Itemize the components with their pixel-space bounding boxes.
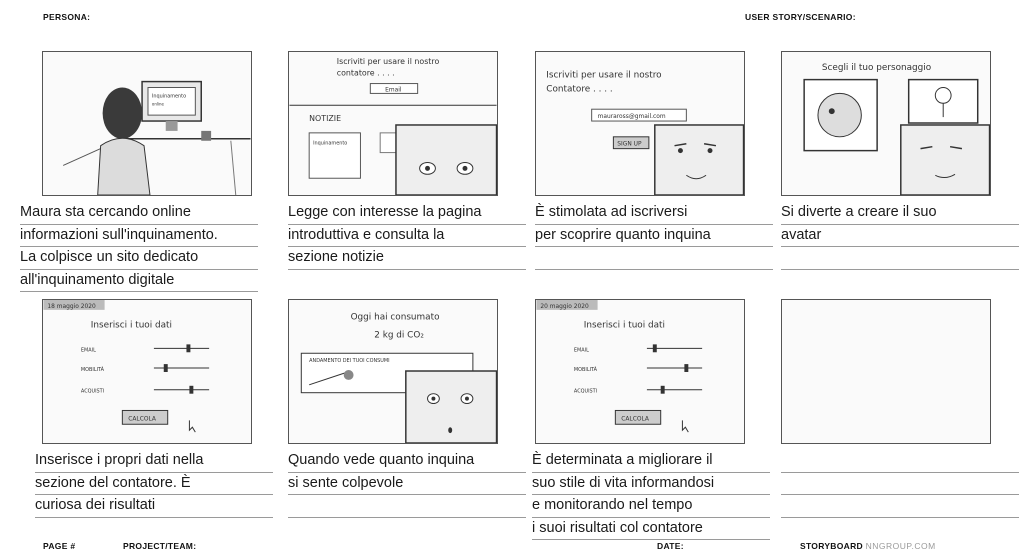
sketch-data-form-2: 20 maggio 2020 Inserisci i tuoi dati EMA…	[536, 300, 703, 433]
caption-line: Inserisce i propri dati nella	[35, 450, 273, 473]
caption-3: È stimolata ad iscriversi per scoprire q…	[535, 202, 773, 270]
page-number-label: PAGE #	[43, 541, 76, 551]
storyboard-frame-3: Iscriviti per usare il nostro Contatore …	[535, 51, 745, 196]
caption-6: Quando vede quanto inquina si sente colp…	[288, 450, 526, 518]
caption-line: e monitorando nel tempo	[532, 495, 770, 518]
storyboard-label: STORYBOARD	[800, 541, 863, 551]
caption-line	[781, 495, 1019, 518]
storyboard-footer: STORYBOARD NNGROUP.COM	[800, 541, 936, 551]
sketch-field-2: MOBILITÀ	[574, 366, 598, 373]
sketch-field-3: ACQUISTI	[574, 389, 597, 395]
caption-line: La colpisce un sito dedicato	[20, 247, 258, 270]
caption-line: per scoprire quanto inquina	[535, 225, 773, 247]
caption-line: Quando vede quanto inquina	[288, 450, 526, 473]
sketch-field-3: ACQUISTI	[81, 389, 104, 395]
caption-line	[781, 473, 1019, 495]
sketch-data-form: 18 maggio 2020 Inserisci i tuoi dati EMA…	[43, 300, 210, 433]
screen-title: Inquinamento	[152, 93, 186, 99]
sketch-woman-at-computer: Inquinamento online	[62, 80, 251, 195]
caption-line	[535, 247, 773, 270]
sketch-email-value: mauraross@gmail.com	[598, 114, 666, 120]
sketch-button: CALCOLA	[128, 416, 156, 422]
sketch-field-1: EMAIL	[81, 347, 96, 353]
storyboard-frame-4: Scegli il tuo personaggio	[781, 51, 991, 196]
caption-1: Maura sta cercando online informazioni s…	[20, 202, 258, 292]
screen-sub: online	[152, 101, 165, 106]
sketch-email-button: Email	[385, 87, 402, 93]
caption-2: Legge con interesse la pagina introdutti…	[288, 202, 526, 270]
caption-line	[288, 495, 526, 518]
brand-label: NNGROUP.COM	[865, 541, 936, 551]
sketch-title-2: Contatore . . . .	[546, 84, 612, 94]
date-label: DATE:	[657, 541, 684, 551]
persona-label: PERSONA:	[43, 12, 91, 22]
caption-line: È stimolata ad iscriversi	[535, 202, 773, 225]
sketch-news-page: Iscriviti per usare il nostro contatore …	[289, 57, 497, 195]
sketch-title-1: Oggi hai consumato	[351, 313, 440, 323]
sketch-button: CALCOLA	[621, 416, 649, 422]
caption-5: Inserisce i propri dati nella sezione de…	[35, 450, 273, 518]
caption-line: suo stile di vita informandosi	[532, 473, 770, 495]
caption-line: informazioni sull'inquinamento.	[20, 225, 258, 247]
storyboard-frame-6: Oggi hai consumato 2 kg di CO₂ ANDAMENTO…	[288, 299, 498, 444]
caption-line: i suoi risultati col contatore	[532, 518, 770, 540]
caption-line: si sente colpevole	[288, 473, 526, 495]
caption-line: introduttiva e consulta la	[288, 225, 526, 247]
sketch-title: Inserisci i tuoi dati	[91, 321, 172, 331]
sketch-avatar-choice: Scegli il tuo personaggio	[803, 63, 990, 195]
caption-line: all'inquinamento digitale	[20, 270, 258, 292]
caption-line	[781, 450, 1019, 473]
sketch-bar-label: ANDAMENTO DEI TUOI CONSUMI	[309, 358, 389, 364]
caption-line: curiosa dei risultati	[35, 495, 273, 518]
caption-line: Legge con interesse la pagina	[288, 202, 526, 225]
sketch-title-1: Iscriviti per usare il nostro	[337, 57, 440, 66]
caption-line: sezione notizie	[288, 247, 526, 270]
project-label: PROJECT/TEAM:	[123, 541, 197, 551]
storyboard-frame-2: Iscriviti per usare il nostro contatore …	[288, 51, 498, 196]
storyboard-frame-7: 20 maggio 2020 Inserisci i tuoi dati EMA…	[535, 299, 745, 444]
sketch-field-1: EMAIL	[574, 347, 589, 353]
sketch-date: 20 maggio 2020	[540, 304, 589, 310]
caption-4: Si diverte a creare il suo avatar	[781, 202, 1019, 270]
scenario-label: USER STORY/SCENARIO:	[745, 12, 856, 22]
sketch-title-2: 2 kg di CO₂	[374, 330, 424, 340]
caption-line	[781, 247, 1019, 270]
sketch-field-2: MOBILITÀ	[81, 366, 105, 373]
caption-7: È determinata a migliorare il suo stile …	[532, 450, 770, 540]
sketch-signup-button: SIGN UP	[617, 142, 642, 148]
sketch-signup: Iscriviti per usare il nostro Contatore …	[546, 71, 744, 195]
storyboard-frame-1: Inquinamento online	[42, 51, 252, 196]
sketch-title-1: Iscriviti per usare il nostro	[546, 71, 661, 81]
sketch-result: Oggi hai consumato 2 kg di CO₂ ANDAMENTO…	[300, 313, 497, 443]
caption-line: avatar	[781, 225, 1019, 247]
storyboard-frame-8	[781, 299, 991, 444]
sketch-title: Scegli il tuo personaggio	[822, 63, 931, 73]
storyboard-frame-5: 18 maggio 2020 Inserisci i tuoi dati EMA…	[42, 299, 252, 444]
caption-line: Maura sta cercando online	[20, 202, 258, 225]
sketch-section: NOTIZIE	[309, 114, 341, 123]
caption-line: Si diverte a creare il suo	[781, 202, 1019, 225]
sketch-card: Inquinamento	[313, 141, 347, 147]
caption-8	[781, 450, 1019, 518]
caption-line: È determinata a migliorare il	[532, 450, 770, 473]
caption-line: sezione del contatore. È	[35, 473, 273, 495]
sketch-title: Inserisci i tuoi dati	[584, 321, 665, 331]
sketch-date: 18 maggio 2020	[47, 304, 96, 310]
sketch-title-2: contatore . . . .	[337, 69, 395, 78]
